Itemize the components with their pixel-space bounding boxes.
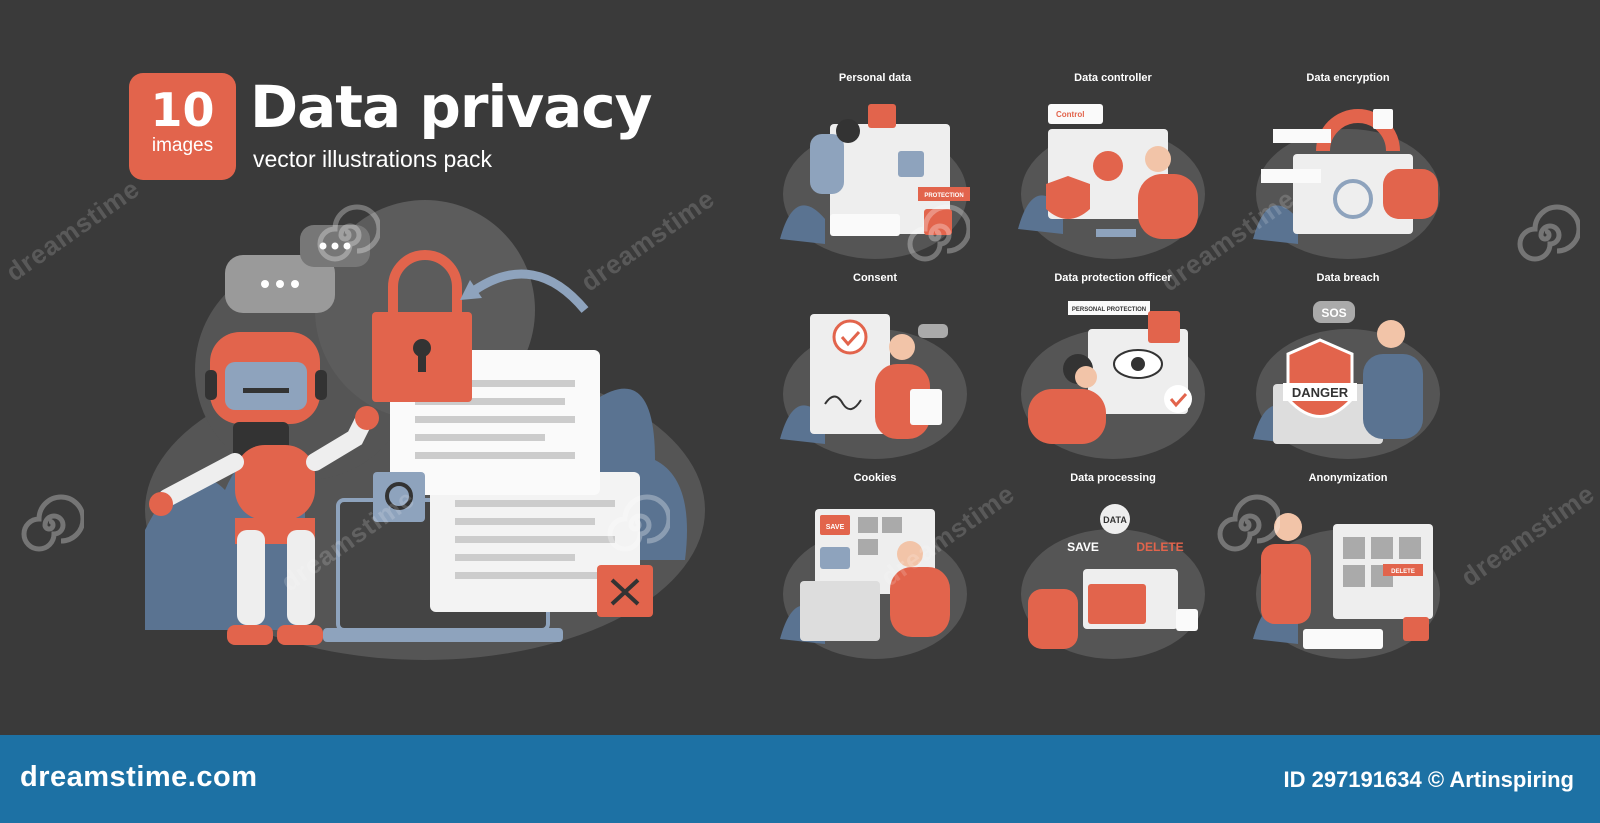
data-protection-officer-illustration: PERSONAL PROTECTION (1021, 301, 1205, 459)
data-controller-illustration: Control (1018, 104, 1205, 259)
signature-icon (824, 395, 862, 411)
delete-label: DELETE (1136, 540, 1183, 554)
tile-caption: Cookies (853, 472, 897, 484)
tile-caption: Consent (853, 272, 897, 284)
tile-caption: Data encryption (1306, 72, 1390, 84)
padlock-icon (868, 104, 896, 128)
tile-anonymization: Anonymization DELETE (1243, 471, 1453, 671)
watermark-text: dreamstime (0, 173, 146, 288)
protection-label: PROTECTION (924, 193, 963, 199)
fingerprint-icon (1333, 179, 1373, 219)
data-encryption-illustration (1253, 109, 1440, 259)
hero-robot-illustration (145, 200, 705, 660)
personal-protection-label: PERSONAL PROTECTION (1072, 307, 1146, 313)
footer-brand: dreamstime.com (20, 761, 258, 793)
checkmark-icon (1373, 109, 1393, 129)
footer-bar: dreamstime.com ID 297191634 © Artinspiri… (0, 735, 1600, 823)
save-label: SAVE (826, 524, 845, 531)
tile-caption: Personal data (838, 72, 912, 84)
tile-data-breach: Data breach SOS DANGER (1243, 271, 1453, 471)
tile-caption: Anonymization (1308, 472, 1388, 484)
watermark-text: dreamstime (1455, 478, 1600, 593)
tile-consent: Consent (770, 271, 980, 471)
tile-personal-data: Personal data PROTECTION (770, 71, 980, 271)
tile-cookies: Cookies SAVE (770, 471, 980, 671)
personal-data-illustration: PROTECTION (780, 104, 970, 259)
checkmark-icon (1164, 385, 1192, 413)
arrow-icon (472, 269, 589, 313)
cloud-download-icon (820, 547, 850, 569)
badge-label: images (151, 135, 214, 156)
tile-caption: Data breach (1316, 272, 1380, 284)
count-badge: 10 images (129, 73, 236, 180)
anonymization-illustration: DELETE (1253, 513, 1440, 659)
tile-data-protection-officer: Data protection officer PERSONAL PROTECT… (1008, 271, 1218, 471)
checkmark-icon (924, 209, 952, 235)
document-icon (810, 314, 890, 434)
watermark-spiral-icon (1217, 494, 1280, 552)
save-label: SAVE (1067, 540, 1099, 554)
tile-caption: Data protection officer (1054, 272, 1172, 284)
shield-icon (1046, 176, 1090, 219)
watermark-spiral-icon (907, 204, 970, 262)
watermark-spiral-icon (1517, 204, 1580, 262)
danger-label: DANGER (1292, 385, 1349, 400)
padlock-icon (388, 250, 462, 312)
padlock-icon (1403, 617, 1429, 641)
tile-data-processing: Data processing DATA SAVE DELETE (1008, 471, 1218, 671)
watermark-spiral-icon (607, 494, 670, 552)
footer-credit: ID 297191634 © Artinspiring (1283, 767, 1574, 792)
data-label: DATA (1103, 515, 1127, 525)
cookies-illustration: SAVE (780, 509, 967, 659)
user-icon (1148, 311, 1180, 343)
sos-label: SOS (1321, 306, 1346, 320)
checkmark-icon (1176, 609, 1198, 631)
watermark-spiral-icon (317, 204, 380, 262)
delete-label: DELETE (1391, 569, 1415, 575)
watermark-spiral-icon (21, 494, 84, 552)
tile-caption: Data processing (1070, 472, 1156, 484)
poster: 10 images Data privacy vector illustrati… (0, 71, 1600, 671)
image-icon (800, 581, 880, 641)
shield-icon (1286, 338, 1354, 418)
data-processing-illustration: DATA SAVE DELETE (1021, 504, 1205, 659)
data-breach-illustration: SOS DANGER (1253, 301, 1440, 459)
tile-data-encryption: Data encryption (1243, 71, 1453, 271)
consent-illustration (780, 314, 967, 459)
page-title: Data privacy (250, 73, 652, 141)
magnifier-icon (373, 472, 425, 522)
page-subtitle: vector illustrations pack (253, 146, 493, 172)
tile-caption: Data controller (1074, 72, 1152, 84)
control-label: Control (1056, 110, 1084, 119)
tile-data-controller: Data controller Control (1008, 71, 1218, 271)
badge-number: 10 (150, 83, 215, 137)
